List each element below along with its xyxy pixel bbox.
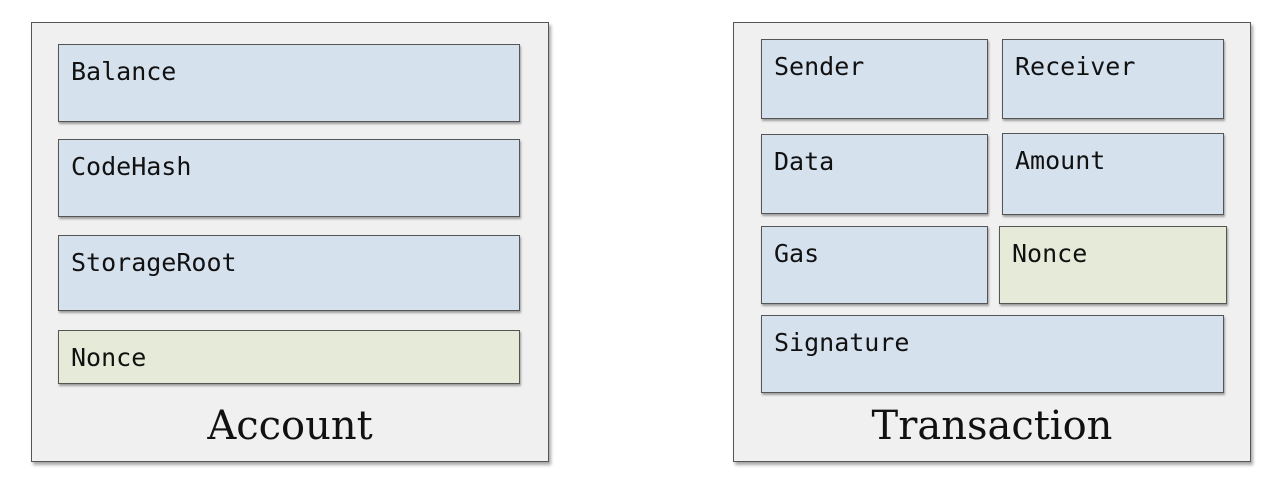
transaction-panel: Sender Receiver Data Amount Gas Nonce Si… — [733, 22, 1251, 462]
account-storageroot-field: StorageRoot — [58, 235, 520, 311]
transaction-sender-field: Sender — [761, 39, 988, 119]
transaction-amount-field: Amount — [1002, 133, 1224, 215]
account-codehash-field: CodeHash — [58, 139, 520, 217]
transaction-nonce-field: Nonce — [999, 226, 1227, 304]
account-balance-field: Balance — [58, 44, 520, 122]
transaction-receiver-field: Receiver — [1002, 39, 1224, 119]
account-title: Account — [207, 403, 373, 449]
transaction-gas-field: Gas — [761, 226, 988, 304]
transaction-title: Transaction — [871, 403, 1113, 449]
account-nonce-field: Nonce — [58, 330, 520, 384]
transaction-data-field: Data — [761, 134, 988, 214]
transaction-signature-field: Signature — [761, 315, 1224, 393]
account-panel: Balance CodeHash StorageRoot Nonce Accou… — [31, 22, 549, 462]
